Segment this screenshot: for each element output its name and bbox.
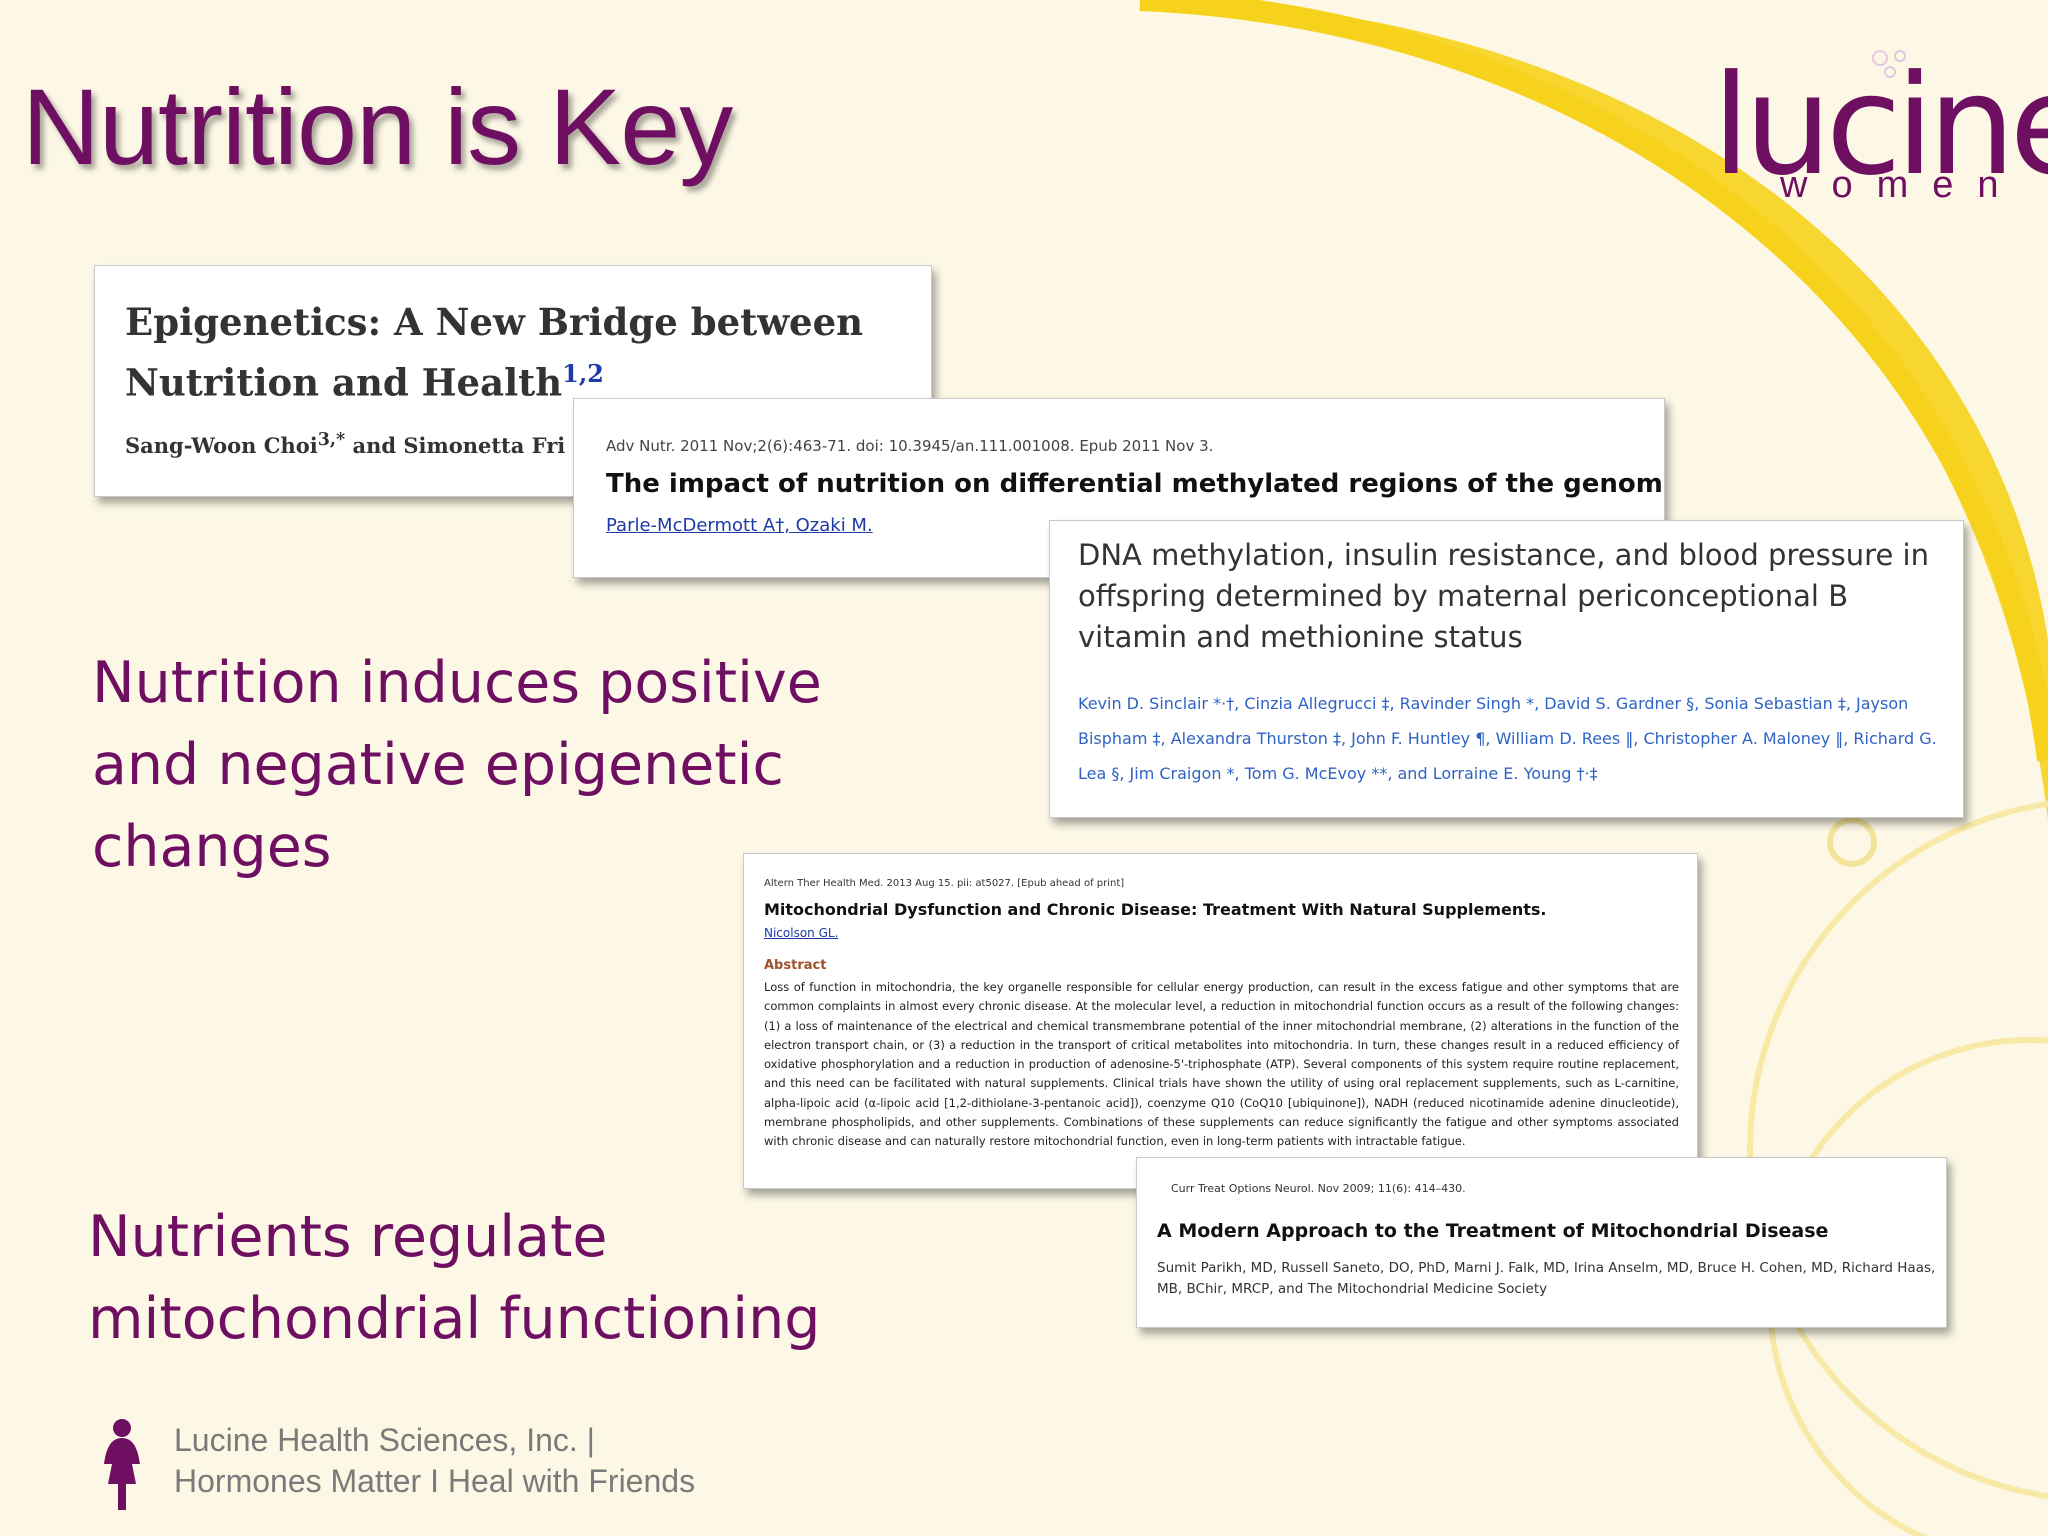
lucine-logo: lucine women (1700, 46, 2048, 216)
paper-authors: Sang-Woon Choi3,* and Simonetta Fri (125, 430, 566, 458)
paper-citation: Altern Ther Health Med. 2013 Aug 15. pii… (764, 878, 1125, 889)
paper-authors-link[interactable]: Nicolson GL. (764, 926, 839, 940)
abstract-heading: Abstract (764, 958, 827, 973)
footer-text: Lucine Health Sciences, Inc. | Hormones … (174, 1420, 695, 1502)
paper-authors-link[interactable]: Kevin D. Sinclair *·†, Cinzia Allegrucci… (1078, 694, 1937, 783)
paper-title: A Modern Approach to the Treatment of Mi… (1157, 1220, 1829, 1242)
paper-title: Mitochondrial Dysfunction and Chronic Di… (764, 900, 1547, 919)
paper-authors: Sumit Parikh, MD, Russell Saneto, DO, Ph… (1157, 1260, 1936, 1297)
footer-line-company: Lucine Health Sciences, Inc. | (174, 1422, 595, 1458)
paper-card-epigenetics: Epigenetics: A New Bridge between Nutrit… (94, 265, 932, 497)
paper-card-dna-methylation: DNA methylation, insulin resistance, and… (1049, 520, 1964, 818)
yellow-swoosh-thin (1139, 0, 2048, 762)
logo-subword: women (1780, 164, 2023, 206)
deco-ring-small (1827, 817, 1877, 867)
deco-ring-large (1747, 800, 2048, 1500)
paper-card-mitochondrial-dysfunction: Altern Ther Health Med. 2013 Aug 15. pii… (743, 853, 1698, 1189)
paper-title: Epigenetics: A New Bridge between Nutrit… (125, 300, 864, 405)
abstract-text: Loss of function in mitochondria, the ke… (764, 980, 1679, 1149)
paper-citation: Curr Treat Options Neurol. Nov 2009; 11(… (1171, 1182, 1466, 1195)
logo-bubbles-icon (1872, 50, 1906, 78)
paper-authors-link[interactable]: Parle-McDermott A†, Ozaki M. (606, 515, 873, 536)
slide-title: Nutrition is Key (22, 66, 733, 187)
woman-icon (104, 1419, 140, 1510)
paper-title: The impact of nutrition on differential … (606, 469, 1665, 499)
paper-citation: Adv Nutr. 2011 Nov;2(6):463-71. doi: 10.… (606, 437, 1214, 455)
logo-wordmark: lucine (1712, 45, 2048, 206)
bullet-mitochondrial: Nutrients regulate mitochondrial functio… (88, 1204, 821, 1352)
footer-line-tagline: Hormones Matter I Heal with Friends (174, 1463, 696, 1499)
paper-card-modern-approach: Curr Treat Options Neurol. Nov 2009; 11(… (1136, 1157, 1947, 1328)
bullet-epigenetic: Nutrition induces positive and negative … (92, 650, 822, 880)
paper-title: DNA methylation, insulin resistance, and… (1078, 538, 1929, 654)
